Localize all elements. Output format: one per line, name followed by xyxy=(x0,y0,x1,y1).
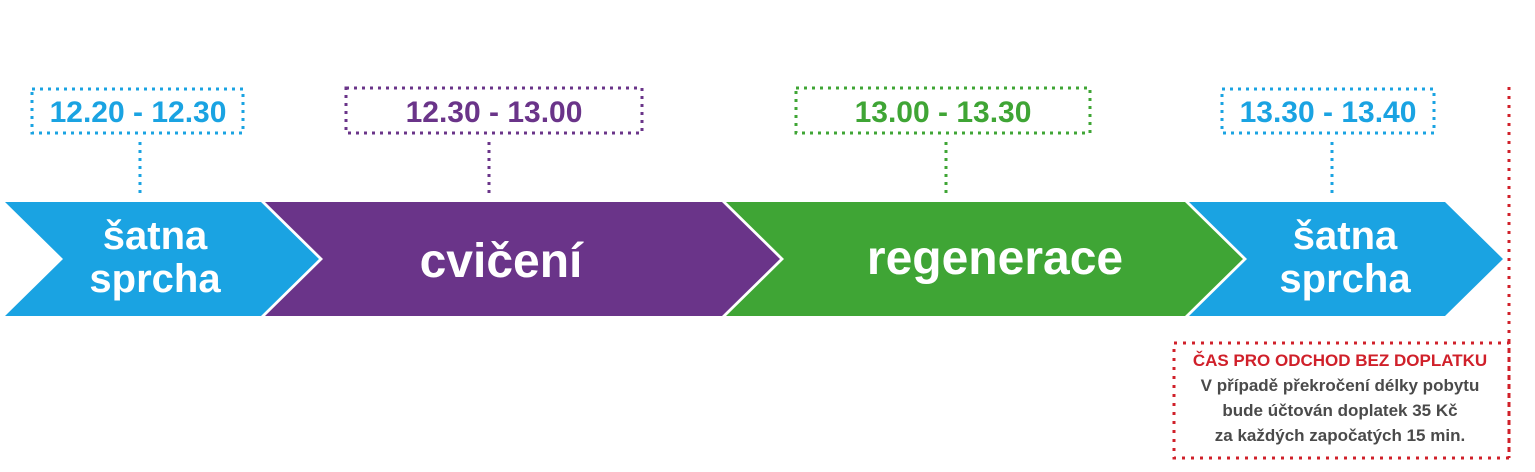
timeline-segment-4: 13.30 - 13.40 šatna sprcha xyxy=(1189,87,1503,316)
segment-label-1-line2: sprcha xyxy=(89,257,221,301)
segment-label-4-line1: šatna xyxy=(1293,214,1398,258)
surcharge-note: ČAS PRO ODCHOD BEZ DOPLATKU V případě př… xyxy=(1172,341,1511,460)
note-line-3: za každých započatých 15 min. xyxy=(1215,426,1465,445)
segment-label-1-line1: šatna xyxy=(103,214,208,258)
time-label-2: 12.30 - 13.00 xyxy=(406,96,583,129)
segment-label-4-line2: sprcha xyxy=(1279,257,1411,301)
arrow-shape-1 xyxy=(5,202,319,316)
time-label-3: 13.00 - 13.30 xyxy=(855,96,1032,129)
note-title: ČAS PRO ODCHOD BEZ DOPLATKU xyxy=(1193,351,1487,370)
segment-label-3: regenerace xyxy=(867,232,1123,285)
timeline-segment-1: 12.20 - 12.30 šatna sprcha xyxy=(5,87,319,316)
time-box-1 xyxy=(30,87,245,135)
time-box-4 xyxy=(1220,87,1436,135)
timeline-segment-3: 13.00 - 13.30 regenerace xyxy=(726,86,1243,316)
time-label-1: 12.20 - 12.30 xyxy=(50,96,227,129)
time-label-4: 13.30 - 13.40 xyxy=(1240,96,1417,129)
timeline-segment-2: 12.30 - 13.00 cvičení xyxy=(265,86,780,316)
note-line-2: bude účtován doplatek 35 Kč xyxy=(1222,401,1457,420)
arrow-shape-2 xyxy=(265,202,780,316)
note-line-1: V případě překročení délky pobytu xyxy=(1201,376,1480,395)
time-box-2 xyxy=(344,86,644,135)
arrow-shape-4 xyxy=(1189,202,1503,316)
arrow-shape-3 xyxy=(726,202,1243,316)
segment-label-2: cvičení xyxy=(420,235,584,288)
time-box-3 xyxy=(794,86,1092,135)
